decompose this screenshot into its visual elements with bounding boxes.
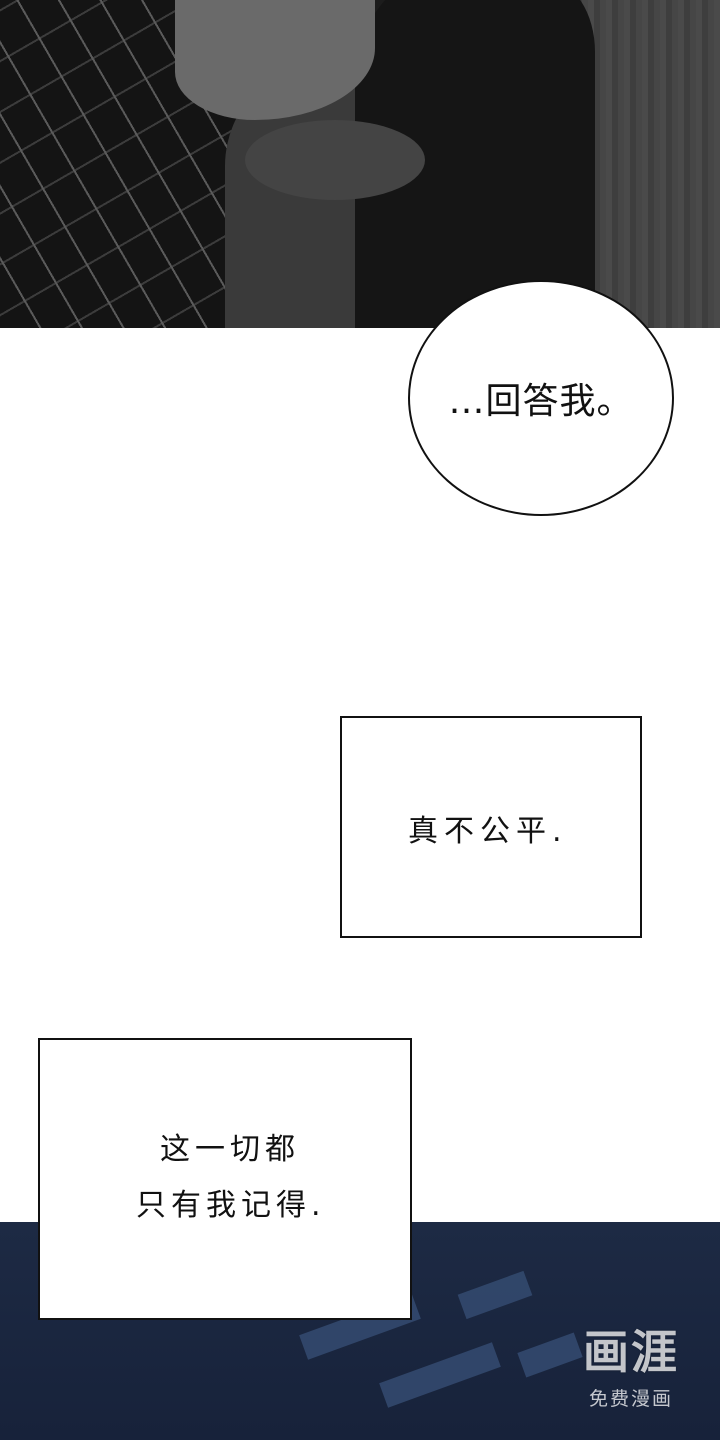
- caption-text-unfair: 真不公平.: [408, 814, 568, 849]
- speech-bubble: …回答我。: [408, 280, 674, 516]
- caption-text-line-1: 这一切都: [160, 1132, 300, 1167]
- caption-box-remember: 这一切都 只有我记得.: [38, 1038, 412, 1320]
- coat-fold: [245, 120, 425, 200]
- watermark-logo: 画涯: [583, 1325, 679, 1379]
- wooden-wall: [570, 0, 720, 328]
- watermark-subtitle: 免费漫画: [588, 1388, 673, 1410]
- watermark: 画涯 免费漫画: [566, 1316, 696, 1411]
- caption-text-line-2: 只有我记得.: [136, 1188, 326, 1223]
- speech-bubble-text: …回答我。: [448, 381, 634, 422]
- scaffold-beam: [457, 1270, 533, 1320]
- top-comic-panel: [0, 0, 720, 328]
- characters-embrace: [175, 0, 595, 328]
- scaffold-beam: [379, 1342, 501, 1408]
- caption-box-unfair: 真不公平.: [340, 716, 642, 938]
